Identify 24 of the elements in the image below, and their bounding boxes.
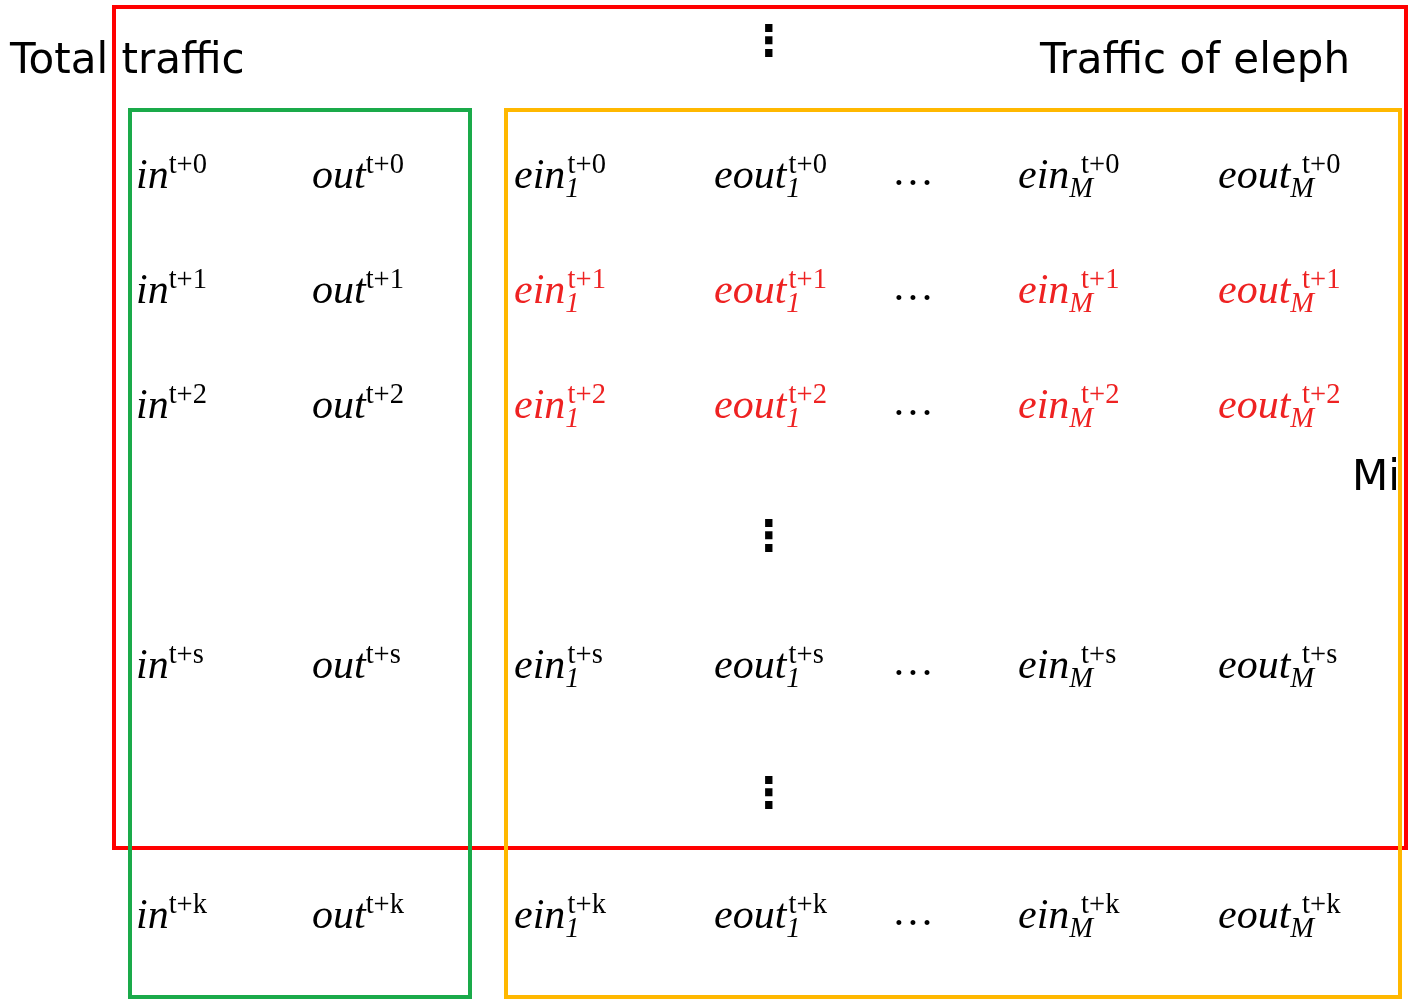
heading-label: Traffic of eleph — [1040, 38, 1350, 80]
math-term: out$^{t+0}$ — [312, 150, 404, 195]
math-term: out$^{t+s}$ — [312, 640, 401, 685]
vertical-ellipsis: ⋮ — [748, 20, 790, 62]
vertical-ellipsis: ⋮ — [748, 515, 790, 557]
math-term: out$^{t+k}$ — [312, 890, 404, 935]
math-term: in$^{t+2}$ — [136, 380, 207, 425]
highlight-frame — [112, 5, 1408, 850]
heading-label: Mi — [1352, 455, 1400, 497]
heading-label: Total traffic — [10, 38, 245, 80]
ellipsis: … — [895, 265, 933, 307]
math-term: out$^{t+1}$ — [312, 265, 404, 310]
ellipsis: … — [895, 890, 933, 932]
math-term: in$^{t+k}$ — [136, 890, 207, 935]
highlight-frame — [504, 108, 1402, 999]
ellipsis: … — [895, 150, 933, 192]
vertical-ellipsis: ⋮ — [748, 772, 790, 814]
math-term: in$^{t+0}$ — [136, 150, 207, 195]
math-term: out$^{t+2}$ — [312, 380, 404, 425]
ellipsis: … — [895, 640, 933, 682]
math-term: in$^{t+s}$ — [136, 640, 204, 685]
ellipsis: … — [895, 380, 933, 422]
math-term: in$^{t+1}$ — [136, 265, 207, 310]
highlight-frame — [128, 108, 472, 999]
